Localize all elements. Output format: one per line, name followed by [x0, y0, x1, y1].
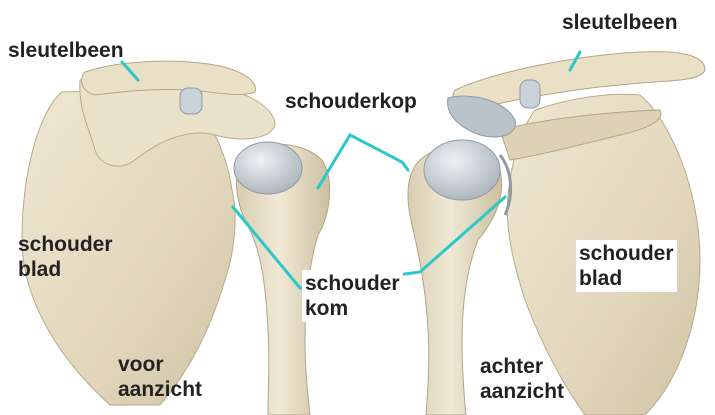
label-humeral-head: schouderkop	[282, 88, 420, 115]
label-clavicle-front: sleutelbeen	[8, 38, 124, 63]
ac-joint-back	[520, 80, 540, 108]
leader-humeral-head	[318, 135, 408, 188]
label-scapula-front: schouder blad	[18, 232, 113, 282]
label-back-view: achter aanzicht	[480, 354, 564, 404]
clavicle-front-bone	[82, 61, 256, 95]
label-scapula-back: schouder blad	[576, 240, 677, 292]
label-glenoid: schouder kom	[302, 270, 403, 322]
label-front-view: voor aanzicht	[118, 352, 202, 402]
ac-joint-front	[180, 88, 202, 114]
label-clavicle-back: sleutelbeen	[562, 10, 678, 35]
humeral-head-front	[234, 142, 302, 194]
humeral-head-back	[424, 140, 500, 200]
